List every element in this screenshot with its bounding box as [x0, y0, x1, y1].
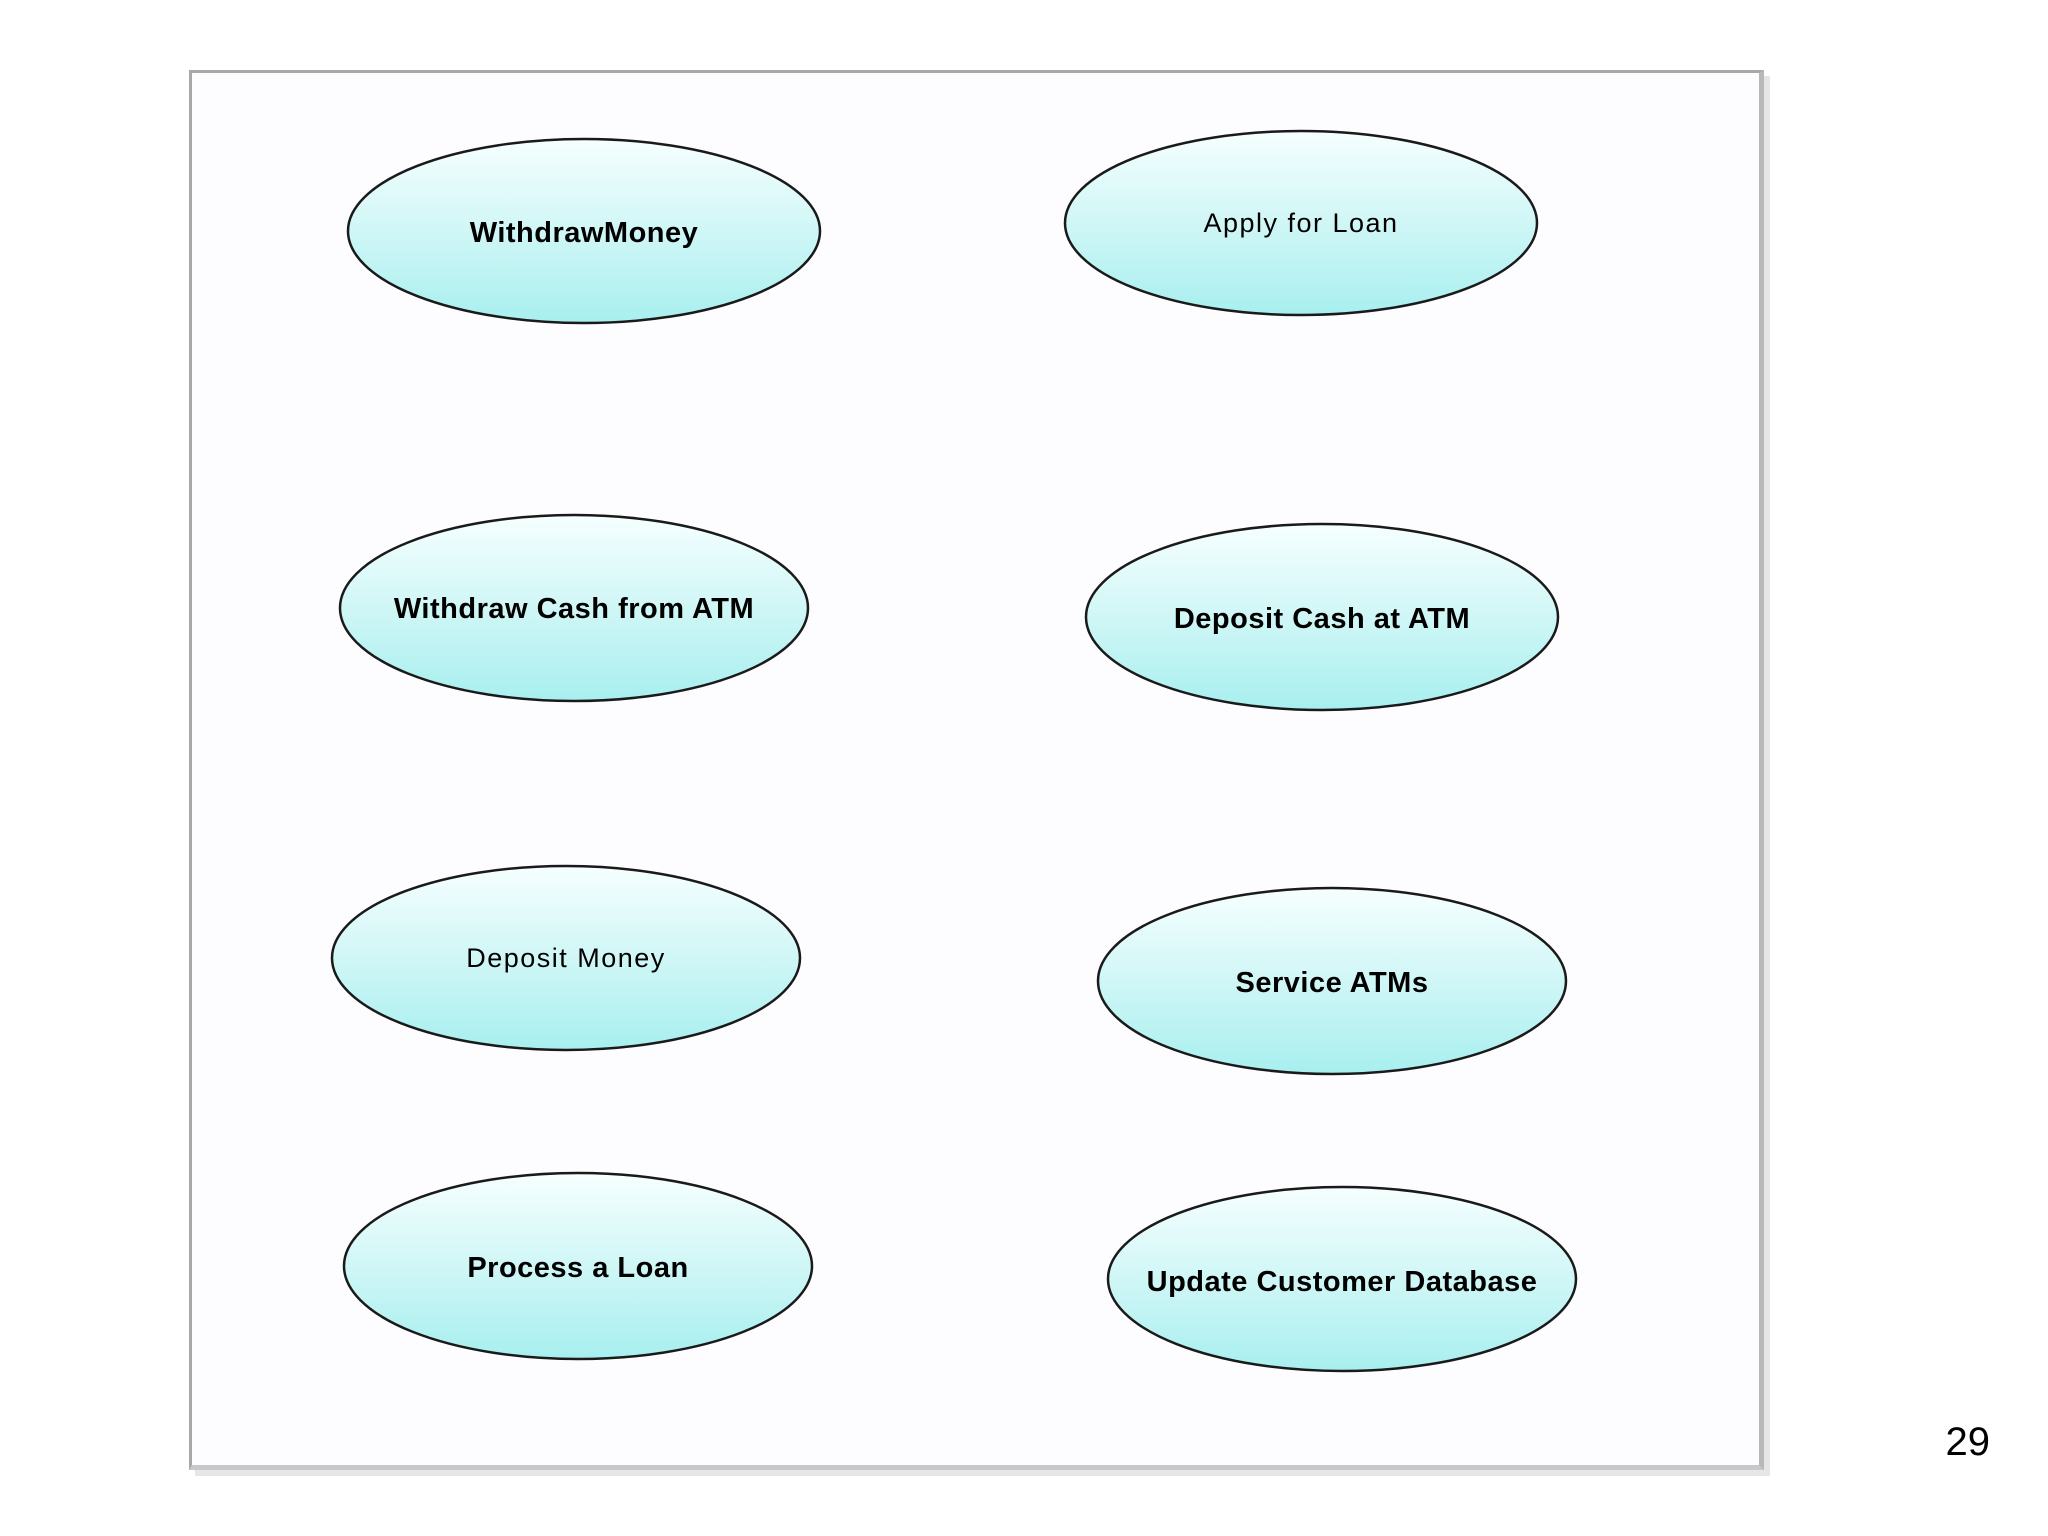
- use-case-label: Withdraw Cash from ATM: [394, 593, 754, 625]
- use-case-label: WithdrawMoney: [470, 217, 699, 249]
- use-case-ellipse: [342, 1171, 814, 1361]
- use-case-service-atms: Service ATMs: [1096, 886, 1568, 1076]
- use-case-ellipse: [330, 864, 802, 1052]
- use-case-apply-for-loan: Apply for Loan: [1063, 129, 1539, 317]
- use-case-deposit-cash-at-atm: Deposit Cash at ATM: [1084, 522, 1560, 712]
- use-case-label: Service ATMs: [1236, 967, 1429, 999]
- use-case-ellipse: [1084, 522, 1560, 712]
- use-case-process-a-loan: Process a Loan: [342, 1171, 814, 1361]
- use-case-ellipse: [1063, 129, 1539, 317]
- use-case-label: Process a Loan: [467, 1252, 688, 1284]
- use-case-update-customer-database: Update Customer Database: [1106, 1185, 1578, 1373]
- use-case-deposit-money: Deposit Money: [330, 864, 802, 1052]
- use-case-label: Deposit Cash at ATM: [1174, 603, 1470, 635]
- use-case-ellipse: [1096, 886, 1568, 1076]
- use-case-label: Deposit Money: [466, 943, 666, 973]
- use-case-label: Update Customer Database: [1147, 1266, 1538, 1298]
- use-case-ellipse: [346, 137, 822, 325]
- use-case-withdraw-cash-from-atm: Withdraw Cash from ATM: [338, 513, 810, 703]
- use-case-label: Apply for Loan: [1203, 208, 1398, 238]
- use-case-ellipse: [1106, 1185, 1578, 1373]
- use-case-ellipse: [338, 513, 810, 703]
- use-case-withdraw-money: WithdrawMoney: [346, 137, 822, 325]
- page-number: 29: [1945, 1420, 1991, 1464]
